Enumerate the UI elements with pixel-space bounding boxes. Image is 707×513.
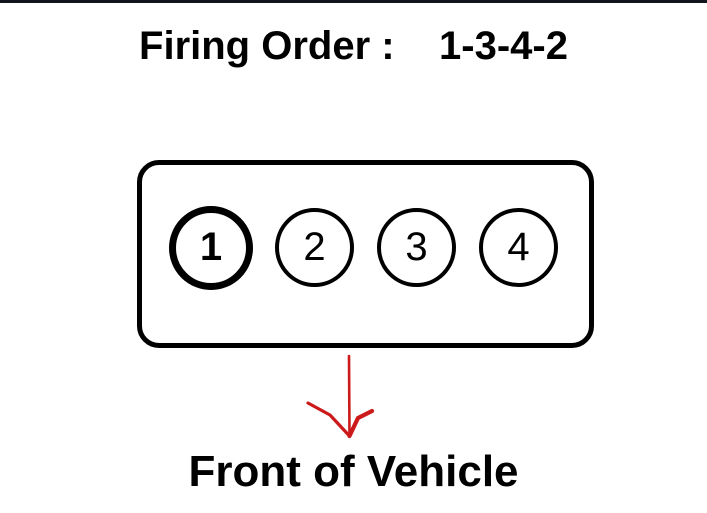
- cylinder-3: 3: [377, 208, 456, 287]
- front-of-vehicle-arrow-icon: [306, 354, 375, 439]
- cylinder-1-label: 1: [199, 225, 223, 269]
- cylinder-2: 2: [275, 208, 354, 287]
- cylinder-3-label: 3: [405, 224, 428, 269]
- front-of-vehicle-caption: Front of Vehicle: [188, 447, 519, 496]
- cylinder-1: 1: [169, 206, 253, 290]
- cylinder-2-label: 2: [303, 224, 326, 269]
- page-title: Firing Order : 1-3-4-2: [139, 24, 568, 68]
- cylinder-4-label: 4: [507, 224, 530, 269]
- top-divider-rule: [0, 0, 707, 3]
- cylinder-4: 4: [479, 208, 558, 287]
